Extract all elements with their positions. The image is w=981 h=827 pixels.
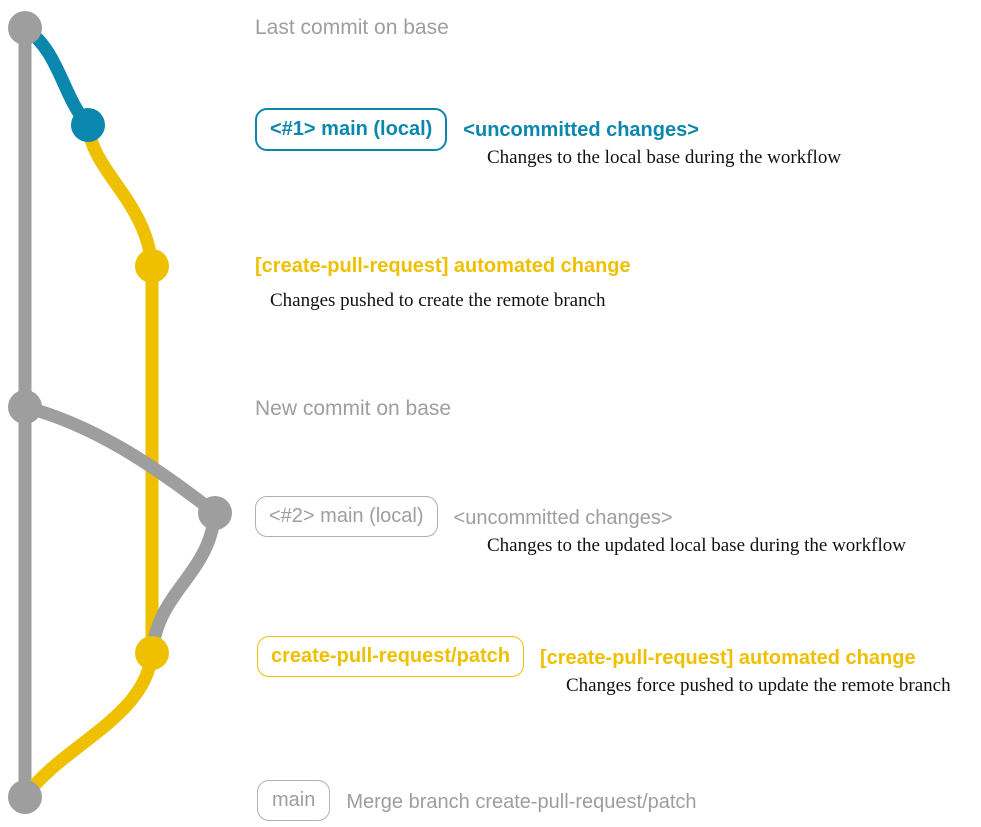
- commit-description-local-1: Changes to the local base during the wor…: [487, 147, 842, 168]
- ref-badge-main[interactable]: main: [257, 780, 331, 821]
- commit-description-local-2: Changes to the updated local base during…: [487, 535, 906, 556]
- commit-subject-merge: Merge branch create-pull-request/patch: [346, 791, 697, 813]
- commit-subject-patch-update: [create-pull-request] automated change: [539, 647, 916, 669]
- row-local-2: <#2> main (local) <uncommitted changes>: [255, 496, 673, 537]
- commit-node-merge[interactable]: [8, 780, 42, 814]
- commit-node-base-head[interactable]: [8, 11, 42, 45]
- edge-local2-to-patch2: [145, 506, 222, 660]
- commit-node-local-1[interactable]: [71, 108, 105, 142]
- row-merge: main Merge branch create-pull-request/pa…: [257, 780, 697, 821]
- commit-subject-patch-create: [create-pull-request] automated change: [255, 255, 631, 277]
- ref-badge-create-pull-request-patch[interactable]: create-pull-request/patch: [257, 636, 524, 677]
- commit-subject-local-2: <uncommitted changes>: [453, 507, 673, 529]
- label-last-commit-on-base: Last commit on base: [255, 16, 449, 39]
- commit-nodes: [8, 11, 232, 814]
- row-local-1: <#1> main (local) <uncommitted changes>: [255, 108, 699, 151]
- commit-description-patch-create: Changes pushed to create the remote bran…: [270, 290, 606, 311]
- commit-node-base-new[interactable]: [8, 390, 42, 424]
- label-new-commit-on-base: New commit on base: [255, 397, 452, 420]
- row-patch-update: create-pull-request/patch [create-pull-r…: [257, 636, 916, 677]
- commit-node-patch-2[interactable]: [135, 636, 169, 670]
- commit-subject-local-1: <uncommitted changes>: [463, 119, 699, 141]
- ref-badge-local-2[interactable]: <#2> main (local): [255, 496, 438, 537]
- edge-patch2-to-merge: [18, 646, 159, 804]
- commit-description-patch-update: Changes force pushed to update the remot…: [566, 675, 951, 696]
- edge-basenew-to-local2: [18, 400, 222, 520]
- commit-node-local-2[interactable]: [198, 496, 232, 530]
- ref-badge-local-1[interactable]: <#1> main (local): [255, 108, 448, 151]
- commit-node-patch-1[interactable]: [135, 249, 169, 283]
